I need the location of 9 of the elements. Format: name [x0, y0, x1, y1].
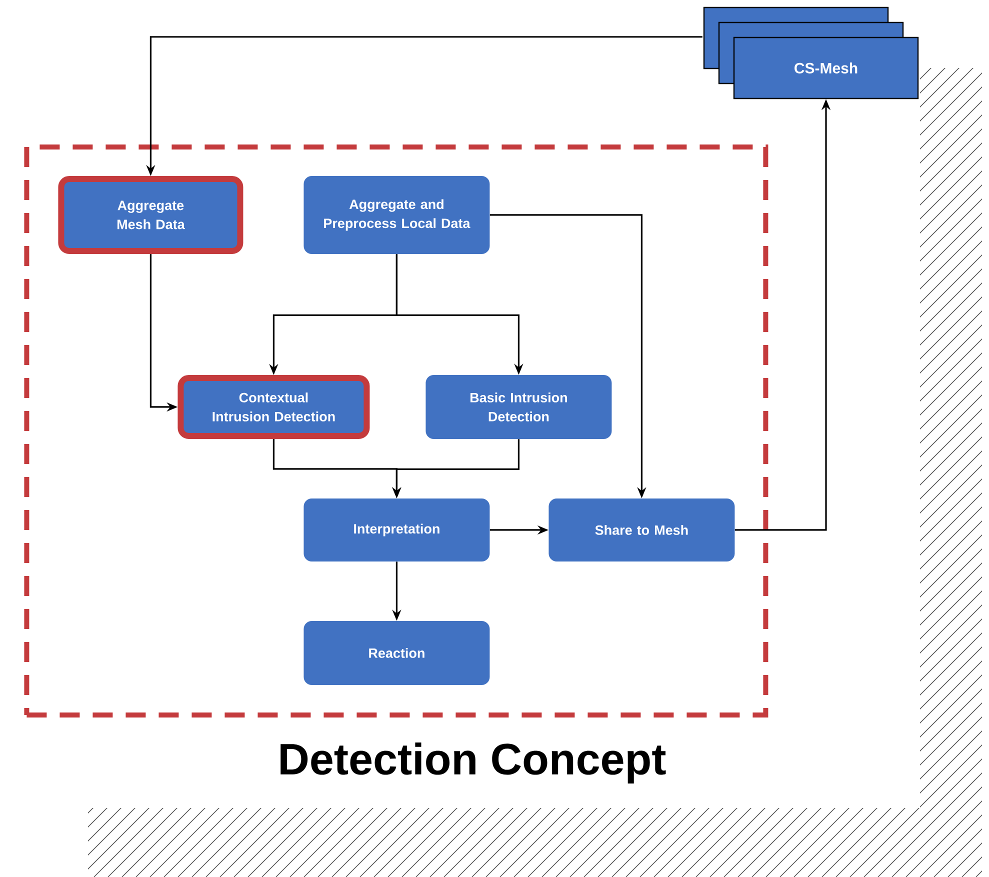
highlighted-process-box: Contextual Intrusion Detection: [178, 374, 370, 439]
process-box: Reaction: [304, 620, 490, 685]
region-title: Detection Concept: [280, 742, 666, 784]
highlighted-process-box: Aggregate Mesh Data: [58, 176, 244, 254]
stacked-boxes: CS-Mesh: [703, 6, 919, 100]
process-box: Share to Mesh: [548, 498, 735, 562]
process-box: Basic Intrusion Detection: [426, 374, 612, 439]
process-box: Interpretation: [304, 498, 490, 562]
process-box: Aggregate and Preprocess Local Data: [304, 176, 490, 254]
